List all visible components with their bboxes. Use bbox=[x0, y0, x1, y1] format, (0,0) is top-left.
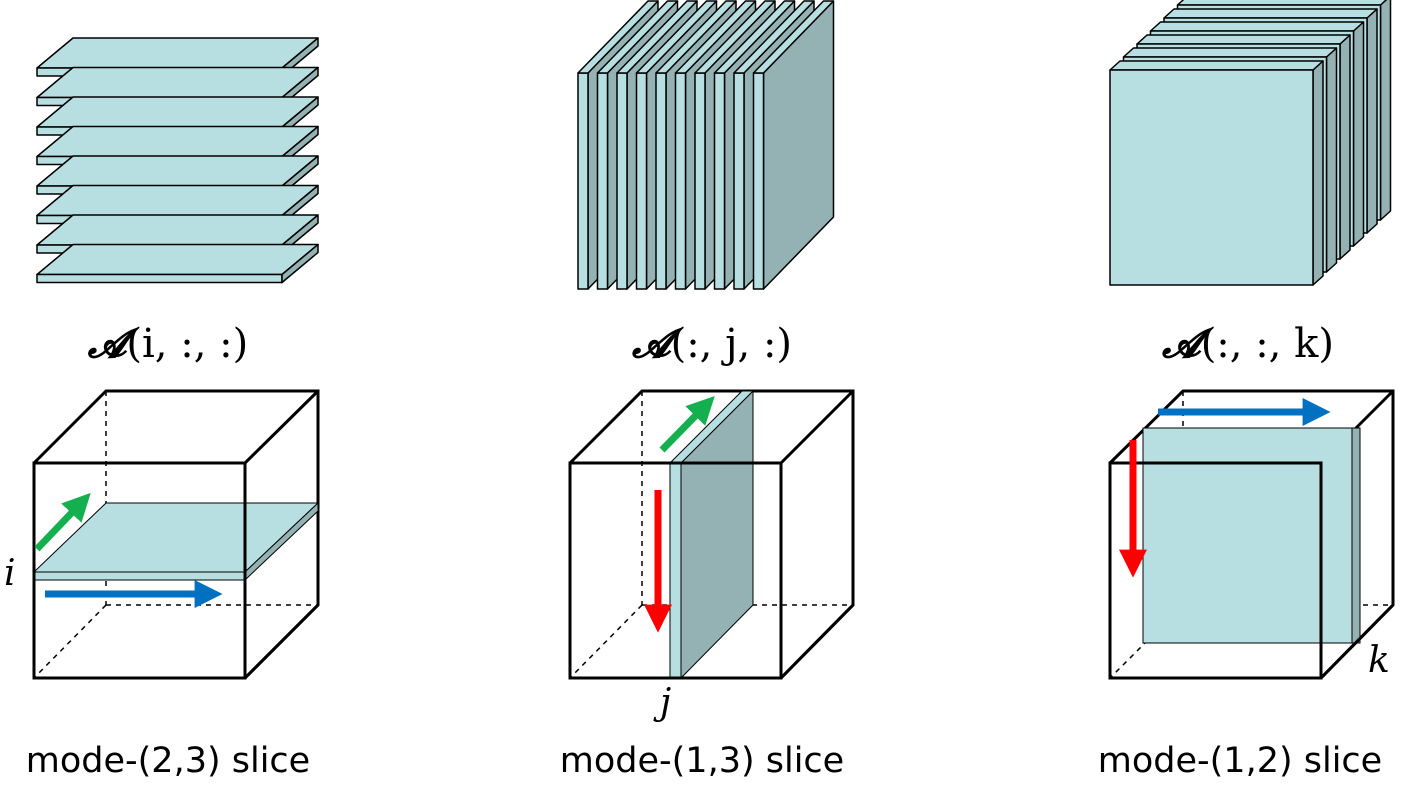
plate-top bbox=[36, 155, 319, 187]
plate-front bbox=[36, 273, 283, 284]
plate-top bbox=[616, 0, 698, 74]
plate-front bbox=[713, 72, 726, 290]
plate-front bbox=[596, 72, 609, 290]
slice-side-face bbox=[1351, 427, 1361, 644]
cube-frontal-slice bbox=[1108, 389, 1395, 680]
plate-top bbox=[1136, 34, 1351, 45]
plate-top bbox=[36, 184, 319, 217]
notation-frontal: 𝓐(:, :, k) bbox=[1161, 320, 1334, 367]
plate-top bbox=[36, 66, 319, 99]
index-label-i: i bbox=[4, 553, 16, 594]
plate-top bbox=[1109, 60, 1324, 71]
plate-top bbox=[577, 0, 659, 74]
plate-top bbox=[694, 0, 776, 74]
plate-top bbox=[596, 0, 679, 74]
plate-front bbox=[694, 72, 706, 290]
plate-top bbox=[733, 0, 815, 74]
plate-top bbox=[1149, 21, 1365, 32]
plate-front bbox=[577, 72, 589, 290]
plate-top bbox=[36, 214, 319, 246]
slice-top-face bbox=[32, 502, 320, 573]
green-arrow bbox=[34, 492, 91, 552]
notation-lateral: 𝓐(:, j, :) bbox=[631, 320, 792, 367]
plate-front bbox=[674, 72, 687, 290]
plate-top bbox=[752, 0, 835, 74]
plate-top bbox=[713, 0, 796, 74]
caption-mode-12: mode-(1,2) slice bbox=[1098, 741, 1382, 781]
index-label-j: j bbox=[653, 682, 671, 723]
plate-top bbox=[36, 96, 319, 128]
plate-top bbox=[36, 125, 319, 158]
caption-mode-13: mode-(1,3) slice bbox=[560, 741, 844, 781]
plate-front bbox=[752, 72, 765, 290]
plate-top bbox=[635, 0, 718, 74]
caption-mode-23: mode-(2,3) slice bbox=[26, 741, 310, 781]
plate-front bbox=[1109, 69, 1314, 286]
slice-side-face bbox=[680, 389, 754, 680]
plate-front bbox=[655, 72, 667, 290]
plate-front bbox=[733, 72, 745, 290]
plate-side bbox=[281, 243, 319, 284]
plate-top bbox=[1163, 8, 1378, 19]
plate-side bbox=[1312, 60, 1324, 286]
cube-horizontal-slice bbox=[32, 389, 320, 680]
slice-front-face bbox=[669, 462, 682, 679]
plate-top bbox=[655, 0, 737, 74]
plate-top bbox=[1122, 47, 1338, 58]
plate-top bbox=[36, 243, 319, 276]
plate-front bbox=[635, 72, 648, 290]
lateral-slices-stack bbox=[577, 0, 835, 290]
notation-horizontal: 𝓐(i, :, :) bbox=[87, 320, 248, 367]
frontal-slices-stack bbox=[1109, 0, 1392, 286]
slice-front-face bbox=[33, 571, 246, 581]
plate-side bbox=[1352, 21, 1365, 247]
plate-side bbox=[1379, 0, 1392, 221]
plate-front bbox=[616, 72, 628, 290]
plate-top bbox=[674, 0, 757, 74]
horizontal-slices-stack bbox=[36, 37, 319, 284]
index-label-k: k bbox=[1368, 640, 1390, 681]
plate-side bbox=[1366, 8, 1378, 234]
plate-side bbox=[1339, 34, 1351, 260]
cube-lateral-slice bbox=[568, 389, 855, 680]
green-arrow bbox=[659, 395, 715, 453]
plate-top bbox=[36, 37, 319, 69]
plate-side bbox=[1325, 47, 1338, 273]
